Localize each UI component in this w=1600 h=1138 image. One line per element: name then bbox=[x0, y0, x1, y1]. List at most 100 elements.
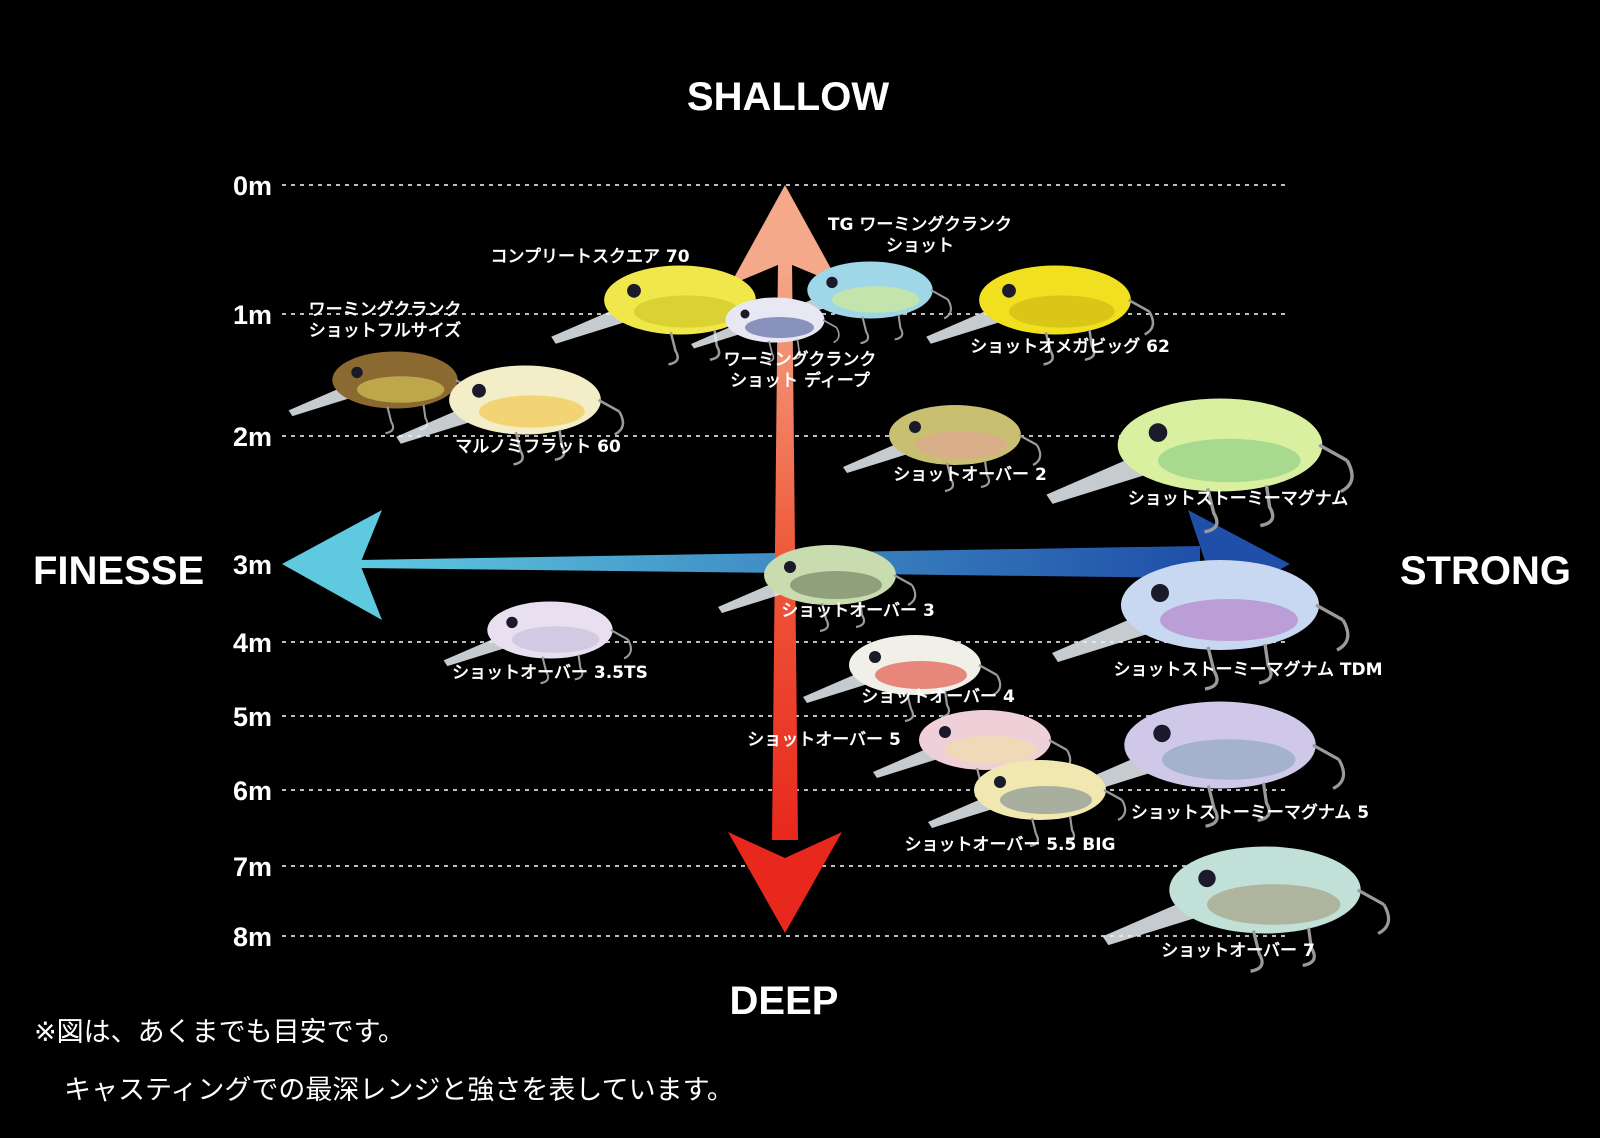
lure-hooks bbox=[819, 574, 917, 633]
lure-label-line: ワーミングクランク bbox=[724, 349, 877, 370]
range-note: キャスティングでの最深レンジと強さを表しています。 bbox=[64, 1075, 734, 1106]
lure-eye bbox=[1151, 584, 1169, 602]
lure-label-line: ショット bbox=[886, 236, 954, 256]
lure-hooks bbox=[1250, 888, 1391, 973]
lure-label-line: マルノミフラット 60 bbox=[455, 437, 621, 457]
lure-hooks bbox=[944, 434, 1042, 493]
lure-label-line: コンプリートスクエア 70 bbox=[490, 246, 689, 267]
lure-label-16: ショットオーバー 7 bbox=[1161, 941, 1315, 961]
lure-accent bbox=[745, 317, 814, 338]
lure-accent bbox=[1162, 739, 1296, 780]
lure-eye bbox=[1153, 724, 1171, 743]
lure-label-11: ショットストーミーマグナム TDM bbox=[1113, 659, 1382, 680]
deep-arrowhead bbox=[728, 832, 842, 933]
lure-accent bbox=[1207, 884, 1341, 925]
lure-label-line: ショットオーバー 5 bbox=[747, 730, 901, 750]
lure-label-4: ワーミングクランクショット ディープ bbox=[724, 349, 877, 391]
lure-hooks bbox=[1204, 603, 1350, 691]
lure-15 bbox=[928, 760, 1127, 848]
shallow-arrowhead bbox=[730, 185, 840, 285]
lure-lip bbox=[873, 746, 941, 778]
lure-lip bbox=[926, 306, 1005, 344]
lure-eye bbox=[939, 726, 951, 738]
lure-9 bbox=[718, 545, 917, 633]
lure-lip bbox=[288, 385, 354, 417]
lure-lip bbox=[928, 796, 996, 828]
lure-hooks bbox=[860, 289, 952, 345]
lure-lip bbox=[1052, 614, 1154, 662]
lure-label-2: コンプリートスクエア 70 bbox=[490, 246, 689, 267]
lure-hooks bbox=[1029, 789, 1127, 848]
depth-label-6m: 6m bbox=[233, 776, 272, 806]
lure-hooks bbox=[513, 398, 625, 466]
lure-eye bbox=[506, 616, 518, 629]
lure-label-6: マルノミフラット 60 bbox=[455, 437, 621, 457]
lure-label-line: ショットストーミーマグナム bbox=[1128, 488, 1349, 509]
lure-label-5: ショットオメガビッグ 62 bbox=[970, 336, 1170, 357]
finesse-label: FINESSE bbox=[33, 549, 204, 593]
lure-lip bbox=[396, 406, 475, 444]
disclaimer-note: ※図は、あくまでも目安です。 bbox=[34, 1017, 405, 1048]
lure-eye bbox=[472, 383, 486, 398]
lure-label-1: TG ワーミングクランクショット bbox=[828, 214, 1012, 256]
lure-accent bbox=[479, 395, 585, 428]
lure-label-13: ショットオーバー 5 bbox=[747, 730, 901, 750]
lure-label-15: ショットオーバー 5.5 BIG bbox=[904, 835, 1115, 855]
lure-lip bbox=[443, 635, 509, 667]
lure-hooks bbox=[767, 319, 840, 363]
lure-eye bbox=[1002, 283, 1016, 298]
lure-accent bbox=[1000, 786, 1092, 814]
lure-label-line: ショットオーバー 3.5TS bbox=[452, 663, 648, 683]
shallow-deep-arrow bbox=[728, 185, 842, 933]
lure-label-line: TG ワーミングクランク bbox=[828, 214, 1012, 235]
lure-eye bbox=[1198, 869, 1216, 888]
lure-hooks bbox=[904, 664, 1002, 723]
lure-eye bbox=[740, 309, 750, 319]
lure-label-line: ショットオメガビッグ 62 bbox=[970, 336, 1170, 357]
lure-14 bbox=[1057, 701, 1346, 828]
lure-accent bbox=[832, 286, 920, 313]
lure-accent bbox=[790, 571, 882, 599]
lure-2 bbox=[551, 265, 780, 366]
depth-label-4m: 4m bbox=[233, 628, 272, 658]
finesse-arrowhead bbox=[282, 510, 382, 620]
strong-label: STRONG bbox=[1400, 549, 1571, 593]
depth-label-1m: 1m bbox=[233, 300, 272, 330]
lure-label-3: ワーミングクランクショットフルサイズ bbox=[309, 299, 462, 341]
shallow-label: SHALLOW bbox=[687, 75, 889, 119]
lure-eye bbox=[826, 276, 838, 289]
lure-lip bbox=[1102, 898, 1202, 946]
lure-accent bbox=[512, 626, 600, 653]
lure-hooks bbox=[1204, 443, 1354, 534]
lure-lip bbox=[551, 306, 630, 344]
lure-hooks bbox=[1205, 743, 1346, 828]
lure-10 bbox=[443, 601, 632, 685]
lure-label-line: ショットオーバー 4 bbox=[861, 687, 1015, 707]
lure-11 bbox=[1052, 560, 1350, 691]
lure-hooks bbox=[540, 629, 632, 685]
lure-accent bbox=[1009, 295, 1115, 328]
lure-eye bbox=[994, 776, 1006, 788]
lure-label-7: ショットオーバー 2 bbox=[893, 465, 1047, 485]
depth-label-7m: 7m bbox=[233, 852, 272, 882]
depth-label-8m: 8m bbox=[233, 922, 272, 952]
depth-label-5m: 5m bbox=[233, 702, 272, 732]
lure-4 bbox=[691, 297, 840, 363]
lure-eye bbox=[1148, 423, 1168, 442]
lure-accent bbox=[1158, 438, 1301, 483]
lure-label-line: ショットオーバー 7 bbox=[1161, 941, 1315, 961]
lure-label-line: ショットオーバー 2 bbox=[893, 465, 1047, 485]
lure-label-12: ショットオーバー 4 bbox=[861, 687, 1015, 707]
lure-accent bbox=[634, 295, 740, 328]
lure-lip bbox=[718, 581, 786, 613]
lure-eye bbox=[784, 561, 796, 573]
lure-label-line: ショットストーミーマグナム TDM bbox=[1113, 659, 1382, 680]
lure-13 bbox=[873, 710, 1072, 798]
deep-label: DEEP bbox=[730, 979, 839, 1023]
lure-eye bbox=[909, 421, 921, 433]
lure-lip bbox=[691, 324, 742, 349]
lure-lip bbox=[803, 671, 871, 703]
lure-8 bbox=[1046, 398, 1354, 534]
